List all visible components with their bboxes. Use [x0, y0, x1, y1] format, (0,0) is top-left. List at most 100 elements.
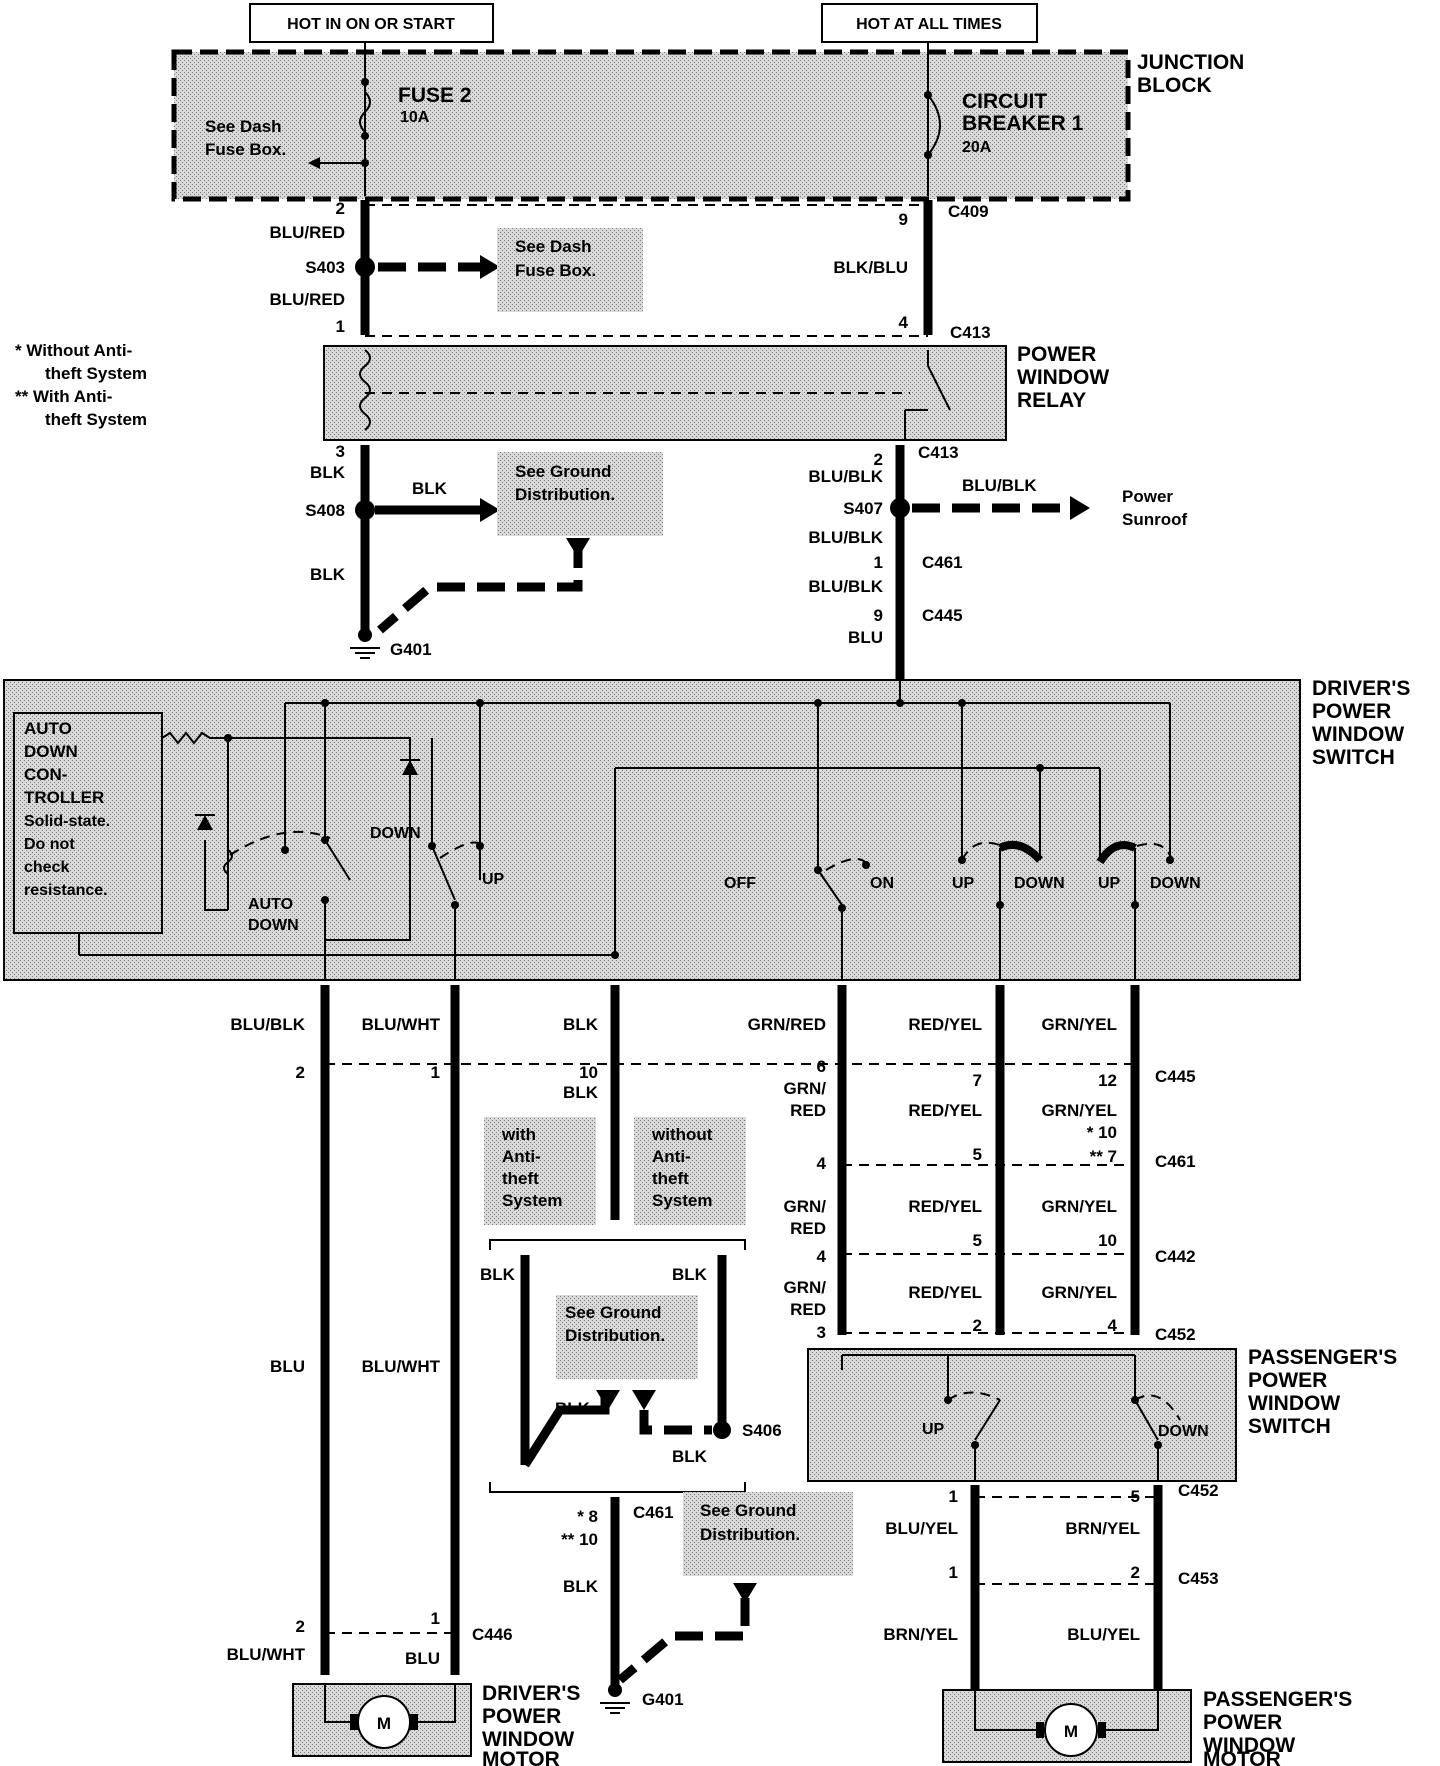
svg-text:BLU/YEL: BLU/YEL: [885, 1519, 958, 1538]
svg-text:DOWN: DOWN: [370, 825, 421, 842]
svg-text:** 7: ** 7: [1090, 1147, 1117, 1166]
svg-text:GRN/YEL: GRN/YEL: [1041, 1015, 1117, 1034]
svg-text:RED/YEL: RED/YEL: [908, 1101, 982, 1120]
svg-text:GRN/YEL: GRN/YEL: [1041, 1101, 1117, 1120]
relay-output-wiring: 3 BLK S408 BLK See Ground Distribution. …: [305, 442, 1187, 680]
svg-text:See Ground: See Ground: [700, 1501, 796, 1520]
ground-symbol: [350, 628, 380, 659]
svg-text:without: without: [651, 1125, 713, 1144]
svg-text:CON-: CON-: [24, 765, 67, 784]
svg-text:Fuse Box.: Fuse Box.: [205, 140, 286, 159]
svg-text:C452: C452: [1178, 1481, 1219, 1500]
svg-text:AUTO: AUTO: [24, 719, 72, 738]
svg-text:GRN/YEL: GRN/YEL: [1041, 1283, 1117, 1302]
svg-text:JUNCTION: JUNCTION: [1137, 51, 1244, 74]
svg-text:DOWN: DOWN: [248, 917, 299, 934]
svg-text:BRN/YEL: BRN/YEL: [883, 1625, 958, 1644]
svg-text:S406: S406: [742, 1421, 782, 1440]
svg-text:BLU/BLK: BLU/BLK: [962, 476, 1037, 495]
svg-text:WINDOW: WINDOW: [482, 1728, 574, 1751]
svg-text:7: 7: [973, 1071, 982, 1090]
svg-text:check: check: [24, 859, 69, 876]
svg-text:See Dash: See Dash: [515, 237, 592, 256]
svg-text:BLK: BLK: [672, 1265, 708, 1284]
svg-text:5: 5: [973, 1145, 982, 1164]
svg-text:BLK: BLK: [310, 565, 346, 584]
svg-text:BLU/WHT: BLU/WHT: [362, 1015, 441, 1034]
svg-text:M: M: [1064, 1722, 1078, 1741]
svg-text:WINDOW: WINDOW: [1248, 1392, 1340, 1415]
svg-text:RED/YEL: RED/YEL: [908, 1197, 982, 1216]
svg-text:UP: UP: [952, 875, 975, 892]
svg-text:BLU: BLU: [270, 1357, 305, 1376]
svg-text:BLU/BLK: BLU/BLK: [808, 577, 883, 596]
svg-text:GRN/YEL: GRN/YEL: [1041, 1197, 1117, 1216]
svg-text:S408: S408: [305, 501, 345, 520]
svg-text:TROLLER: TROLLER: [24, 788, 104, 807]
svg-text:C461: C461: [633, 1503, 674, 1522]
svg-text:C452: C452: [1155, 1325, 1196, 1344]
ground-symbol-2: [600, 1683, 630, 1714]
passenger-motor-wiring: 1 5 C452 BLU/YEL BRN/YEL 1 2 C453 BRN/YE…: [883, 1481, 1219, 1690]
power-window-relay: POWER WINDOW RELAY: [323, 343, 1109, 441]
svg-text:DRIVER'S: DRIVER'S: [1312, 677, 1410, 700]
svg-text:1: 1: [949, 1487, 958, 1506]
svg-text:BREAKER 1: BREAKER 1: [962, 112, 1084, 135]
svg-text:theft: theft: [502, 1169, 539, 1188]
svg-text:2: 2: [296, 1063, 305, 1082]
svg-text:2: 2: [336, 199, 345, 218]
svg-text:DOWN: DOWN: [1014, 875, 1065, 892]
svg-text:BLK/BLU: BLK/BLU: [833, 258, 908, 277]
svg-text:BLU/RED: BLU/RED: [269, 223, 345, 242]
svg-text:Fuse Box.: Fuse Box.: [515, 261, 596, 280]
svg-text:DOWN: DOWN: [1158, 1423, 1209, 1440]
svg-text:POWER: POWER: [1248, 1369, 1327, 1392]
svg-text:Distribution.: Distribution.: [515, 485, 615, 504]
svg-text:POWER: POWER: [1017, 343, 1096, 366]
svg-text:POWER: POWER: [482, 1705, 561, 1728]
svg-text:10: 10: [579, 1063, 598, 1082]
svg-text:theft System: theft System: [45, 364, 147, 383]
svg-text:C461: C461: [1155, 1152, 1196, 1171]
svg-text:UP: UP: [922, 1421, 945, 1438]
svg-text:C409: C409: [948, 202, 989, 221]
svg-text:4: 4: [899, 313, 909, 332]
svg-text:BLK: BLK: [563, 1083, 599, 1102]
svg-text:resistance.: resistance.: [24, 882, 108, 899]
svg-text:Solid-state.: Solid-state.: [24, 813, 110, 830]
svg-text:AUTO: AUTO: [248, 896, 293, 913]
svg-text:BLU/BLK: BLU/BLK: [808, 467, 883, 486]
drivers-power-window-switch: DRIVER'S POWER WINDOW SWITCH AUTO DOWN C…: [3, 677, 1410, 981]
svg-text:C442: C442: [1155, 1247, 1196, 1266]
svg-text:WINDOW: WINDOW: [1203, 1734, 1295, 1757]
svg-text:5: 5: [1131, 1487, 1140, 1506]
svg-text:3: 3: [817, 1323, 826, 1342]
passenger-power-window-switch: PASSENGER'S POWER WINDOW SWITCH UP DOWN: [807, 1346, 1397, 1482]
svg-text:See Ground: See Ground: [515, 462, 611, 481]
svg-text:UP: UP: [1098, 875, 1121, 892]
svg-text:1: 1: [874, 553, 883, 572]
svg-text:POWER: POWER: [1312, 700, 1391, 723]
svg-text:Anti-: Anti-: [502, 1147, 541, 1166]
svg-text:20A: 20A: [962, 139, 992, 156]
svg-text:C461: C461: [922, 553, 963, 572]
svg-text:GRN/: GRN/: [784, 1197, 827, 1216]
svg-text:1: 1: [431, 1063, 440, 1082]
svg-text:* Without Anti-: * Without Anti-: [15, 341, 132, 360]
svg-text:BLK: BLK: [310, 463, 346, 482]
header-hot-in-on: HOT IN ON OR START: [249, 3, 494, 43]
svg-text:2: 2: [874, 450, 883, 469]
svg-text:ON: ON: [870, 875, 894, 892]
svg-text:Do not: Do not: [24, 836, 75, 853]
svg-text:RED: RED: [790, 1219, 826, 1238]
svg-text:GRN/RED: GRN/RED: [748, 1015, 826, 1034]
svg-text:G401: G401: [642, 1690, 684, 1709]
svg-text:5: 5: [973, 1231, 982, 1250]
svg-text:BLU/YEL: BLU/YEL: [1067, 1625, 1140, 1644]
svg-text:* 8: * 8: [577, 1507, 598, 1526]
svg-text:S407: S407: [843, 499, 883, 518]
svg-text:4: 4: [817, 1247, 827, 1266]
svg-text:BLU/BLK: BLU/BLK: [808, 528, 883, 547]
svg-text:C453: C453: [1178, 1569, 1219, 1588]
